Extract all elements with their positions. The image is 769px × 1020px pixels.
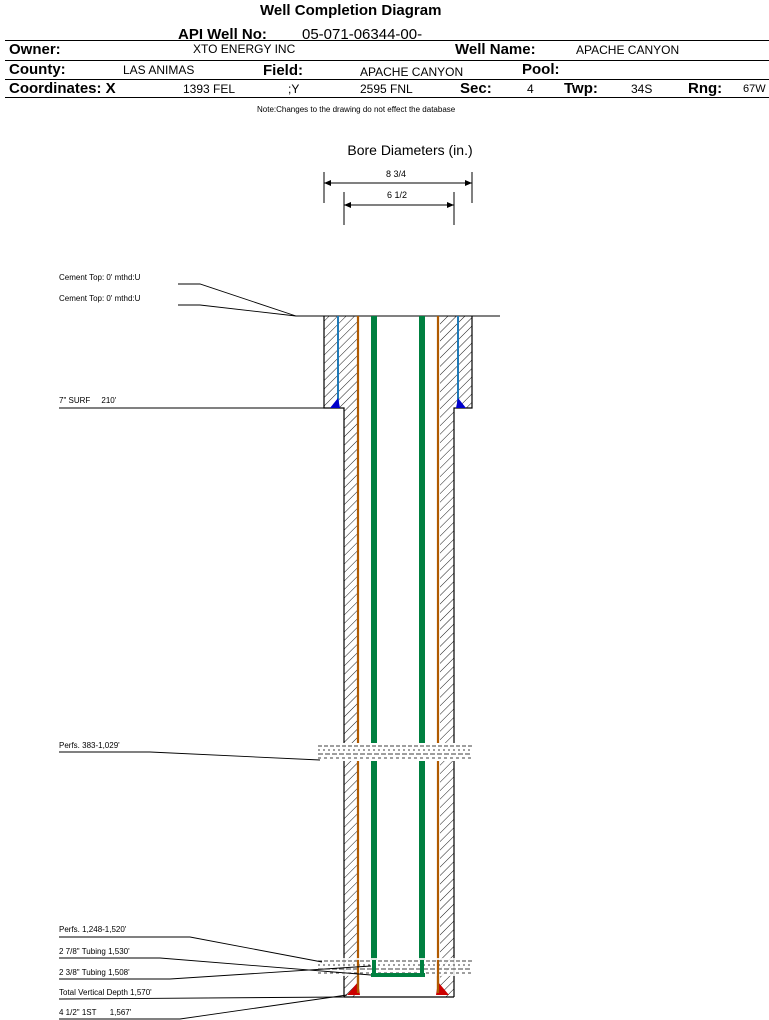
rng-label: Rng:: [688, 80, 723, 97]
leader-tvd: [58, 996, 345, 1000]
pool-label: Pool:: [522, 61, 560, 78]
county-value: LAS ANIMAS: [123, 63, 195, 77]
well-name-value: APACHE CANYON: [576, 43, 680, 57]
bore-inner-label: 6 1/2: [387, 190, 407, 200]
label-surface-casing: 7" SURF 210': [59, 396, 117, 405]
leader-cement-top-2: [178, 304, 297, 317]
page-title: Well Completion Diagram: [260, 2, 442, 19]
leader-cement-top-1: [178, 283, 297, 317]
surface-cement-left-inner: [337, 316, 344, 408]
bore-outer-dimension: 8 3/4: [323, 169, 473, 203]
twp-label: Twp:: [564, 80, 598, 97]
leader-production-casing: [59, 994, 348, 1020]
api-value: 05-071-06344-00-: [302, 26, 423, 43]
coordinate-y-label: ;Y: [288, 82, 300, 96]
surface-shoe-left: [330, 398, 340, 408]
bore-outline-right: [453, 316, 473, 997]
label-perfs-upper: Perfs. 383-1,029': [59, 741, 120, 750]
production-shoe-right: [436, 982, 449, 995]
production-shoe-left: [347, 982, 360, 995]
field-label: Field:: [263, 62, 303, 79]
header-note: Note:Changes to the drawing do not effec…: [257, 105, 456, 114]
leader-perfs-lower: [59, 936, 323, 963]
owner-value: XTO ENERGY INC: [193, 42, 296, 56]
label-perfs-lower: Perfs. 1,248-1,520': [59, 925, 127, 934]
perforations-upper: [318, 743, 472, 761]
twp-value: 34S: [631, 82, 653, 96]
bore-outline-left: [323, 316, 345, 997]
field-value: APACHE CANYON: [360, 65, 464, 79]
header-rule-bottom: [5, 97, 769, 98]
sec-value: 4: [527, 82, 534, 96]
label-total-vertical-depth: Total Vertical Depth 1,570': [59, 988, 152, 997]
header-rule-2: [5, 60, 769, 61]
leader-perfs-upper: [59, 751, 321, 761]
surface-shoe-right: [456, 398, 466, 408]
api-label: API Well No:: [178, 26, 267, 43]
county-label: County:: [9, 61, 66, 78]
header-rule-top: [5, 40, 769, 41]
bore-title: Bore Diameters (in.): [347, 142, 472, 158]
label-tubing-1: 2 7/8" Tubing 1,530': [59, 947, 130, 956]
label-production-casing: 4 1/2" 1ST 1,567': [59, 1008, 132, 1017]
bore-outer-label: 8 3/4: [386, 169, 406, 179]
leader-tubing-2: [59, 965, 372, 980]
surface-cement-right: [459, 316, 472, 408]
coordinate-x-value: 1393 FEL: [183, 82, 236, 96]
owner-label: Owner:: [9, 41, 61, 58]
surface-cement-right-inner: [454, 316, 459, 408]
coordinates-label: Coordinates: X: [9, 80, 116, 97]
sec-label: Sec:: [460, 80, 492, 97]
rng-value: 67W: [743, 83, 766, 95]
production-cement-right: [440, 316, 454, 997]
production-cement-left: [344, 316, 357, 997]
coordinate-y-value: 2595 FNL: [360, 82, 413, 96]
surface-cement-left: [324, 316, 337, 408]
label-cement-top-1: Cement Top: 0' mthd:U: [59, 273, 141, 282]
well-name-label: Well Name:: [455, 41, 536, 58]
header-rule-3: [5, 79, 769, 80]
label-cement-top-2: Cement Top: 0' mthd:U: [59, 294, 141, 303]
bore-inner-dimension: 6 1/2: [343, 190, 455, 225]
leader-tubing-1: [59, 957, 372, 976]
label-tubing-2: 2 3/8" Tubing 1,508': [59, 968, 130, 977]
